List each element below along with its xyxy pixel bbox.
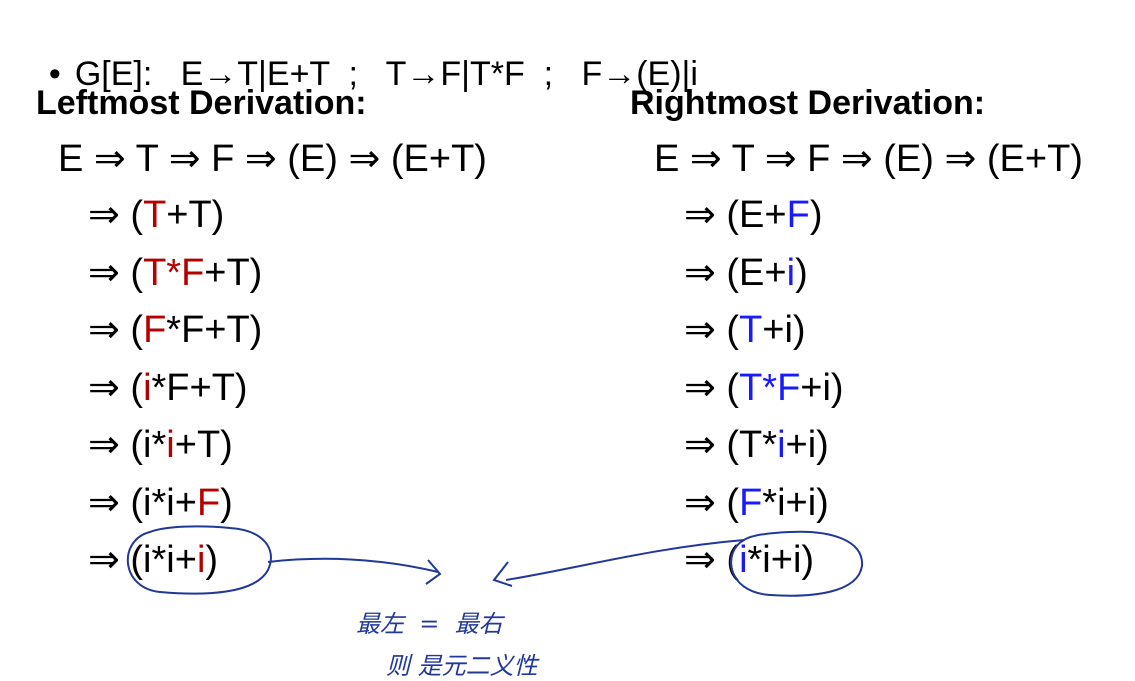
derives-arrow: ⇒ — [684, 366, 727, 409]
rightmost-step: ⇒ (i*i+i) — [684, 541, 814, 579]
sentential-form-text: ( — [726, 539, 740, 581]
replaced-symbol: i — [777, 424, 786, 466]
leftmost-first-line: E ⇒ T ⇒ F ⇒ (E) ⇒ (E+T) — [58, 138, 487, 180]
bullet-icon: • — [48, 55, 61, 93]
derives-arrow: ⇒ — [88, 194, 131, 236]
replaced-symbol: F — [786, 194, 810, 236]
replaced-symbol: i — [786, 251, 796, 294]
rightmost-step: ⇒ (T*i+i) — [684, 426, 829, 464]
sentential-form-text: (E+ — [726, 194, 787, 236]
sentential-form-text: ( — [726, 366, 740, 409]
sentential-form-text: ( — [130, 194, 144, 236]
derives-arrow: ⇒ — [684, 251, 727, 294]
leftmost-step: ⇒ (i*i+T) — [88, 426, 233, 464]
sentential-form-text: ( — [130, 309, 144, 351]
grammar-definition: • G[E]: E→T|E+T ; T→F|T*F ; F→(E)|i — [30, 16, 698, 94]
replaced-symbol: F — [143, 309, 167, 351]
sentential-form-text: *i+i) — [747, 539, 815, 581]
leftmost-step: ⇒ (T+T) — [88, 196, 224, 234]
sentential-form-text: +T) — [204, 251, 263, 294]
sentential-form-text: +T) — [174, 424, 233, 466]
sentential-form-text: (i*i+ — [130, 481, 197, 524]
derives-arrow: ⇒ — [684, 194, 727, 236]
replaced-symbol: F — [196, 481, 221, 524]
replaced-symbol: T — [739, 309, 763, 351]
derives-arrow: ⇒ — [88, 424, 131, 466]
sentential-form-text: *F+T) — [166, 309, 263, 351]
grammar-text: G[E]: E→T|E+T ; T→F|T*F ; F→(E)|i — [74, 55, 698, 93]
rightmost-heading: Rightmost Derivation: — [630, 84, 986, 122]
derives-arrow: ⇒ — [88, 481, 131, 524]
sentential-form-text: +i) — [762, 309, 806, 351]
derives-arrow: ⇒ — [684, 481, 727, 524]
derives-arrow: ⇒ — [88, 251, 131, 294]
rightmost-step: ⇒ (T*F+i) — [684, 369, 844, 407]
replaced-symbol: T*F — [143, 251, 205, 294]
sentential-form-text: ) — [205, 539, 219, 581]
sentential-form-text: ( — [726, 309, 740, 351]
replaced-symbol: i — [143, 366, 152, 409]
left-arrow-head — [425, 559, 442, 585]
rightmost-step: ⇒ (F*i+i) — [684, 484, 829, 522]
replaced-symbol: i — [739, 539, 748, 581]
derives-arrow: ⇒ — [684, 539, 727, 581]
leftmost-step: ⇒ (i*i+F) — [88, 484, 233, 522]
sentential-form-text: *i+i) — [762, 481, 829, 524]
rightmost-step: ⇒ (E+i) — [684, 254, 808, 292]
sentential-form-text: ( — [130, 251, 144, 294]
rightmost-step: ⇒ (T+i) — [684, 311, 806, 349]
sentential-form-text: (i*i+ — [130, 539, 197, 581]
left-arrow-line — [267, 557, 439, 573]
sentential-form-text: ( — [130, 366, 144, 409]
derives-arrow: ⇒ — [88, 366, 131, 409]
derives-arrow: ⇒ — [684, 424, 727, 466]
leftmost-step: ⇒ (i*F+T) — [88, 369, 248, 407]
handwritten-note-line2: 则 是元二义性 — [386, 652, 538, 680]
derives-arrow: ⇒ — [88, 539, 131, 581]
sentential-form-text: ) — [220, 481, 233, 524]
sentential-form-text: (T* — [726, 424, 778, 466]
replaced-symbol: T — [143, 194, 167, 236]
sentential-form-text: ) — [809, 194, 823, 236]
replaced-symbol: i — [166, 424, 175, 466]
rightmost-step: ⇒ (E+F) — [684, 196, 822, 234]
handwritten-note-line1: 最左 = 最右 — [356, 610, 503, 638]
replaced-symbol: F — [739, 481, 763, 524]
derives-arrow: ⇒ — [88, 309, 131, 351]
right-arrow-head — [492, 561, 513, 587]
leftmost-heading: Leftmost Derivation: — [36, 84, 367, 122]
sentential-form-text: +i) — [785, 424, 829, 466]
leftmost-step: ⇒ (i*i+i) — [88, 541, 218, 579]
rightmost-first-line: E ⇒ T ⇒ F ⇒ (E) ⇒ (E+T) — [654, 138, 1083, 180]
sentential-form-text: ( — [726, 481, 740, 524]
sentential-form-text: +i) — [800, 366, 844, 409]
sentential-form-text: (E+ — [726, 251, 787, 294]
sentential-form-text: (i* — [130, 424, 167, 466]
leftmost-step: ⇒ (T*F+T) — [88, 254, 262, 292]
sentential-form-text: +T) — [166, 194, 225, 236]
derives-arrow: ⇒ — [684, 309, 727, 351]
leftmost-step: ⇒ (F*F+T) — [88, 311, 262, 349]
sentential-form-text: *F+T) — [151, 366, 248, 409]
replaced-symbol: T*F — [739, 366, 801, 409]
sentential-form-text: ) — [795, 251, 808, 294]
